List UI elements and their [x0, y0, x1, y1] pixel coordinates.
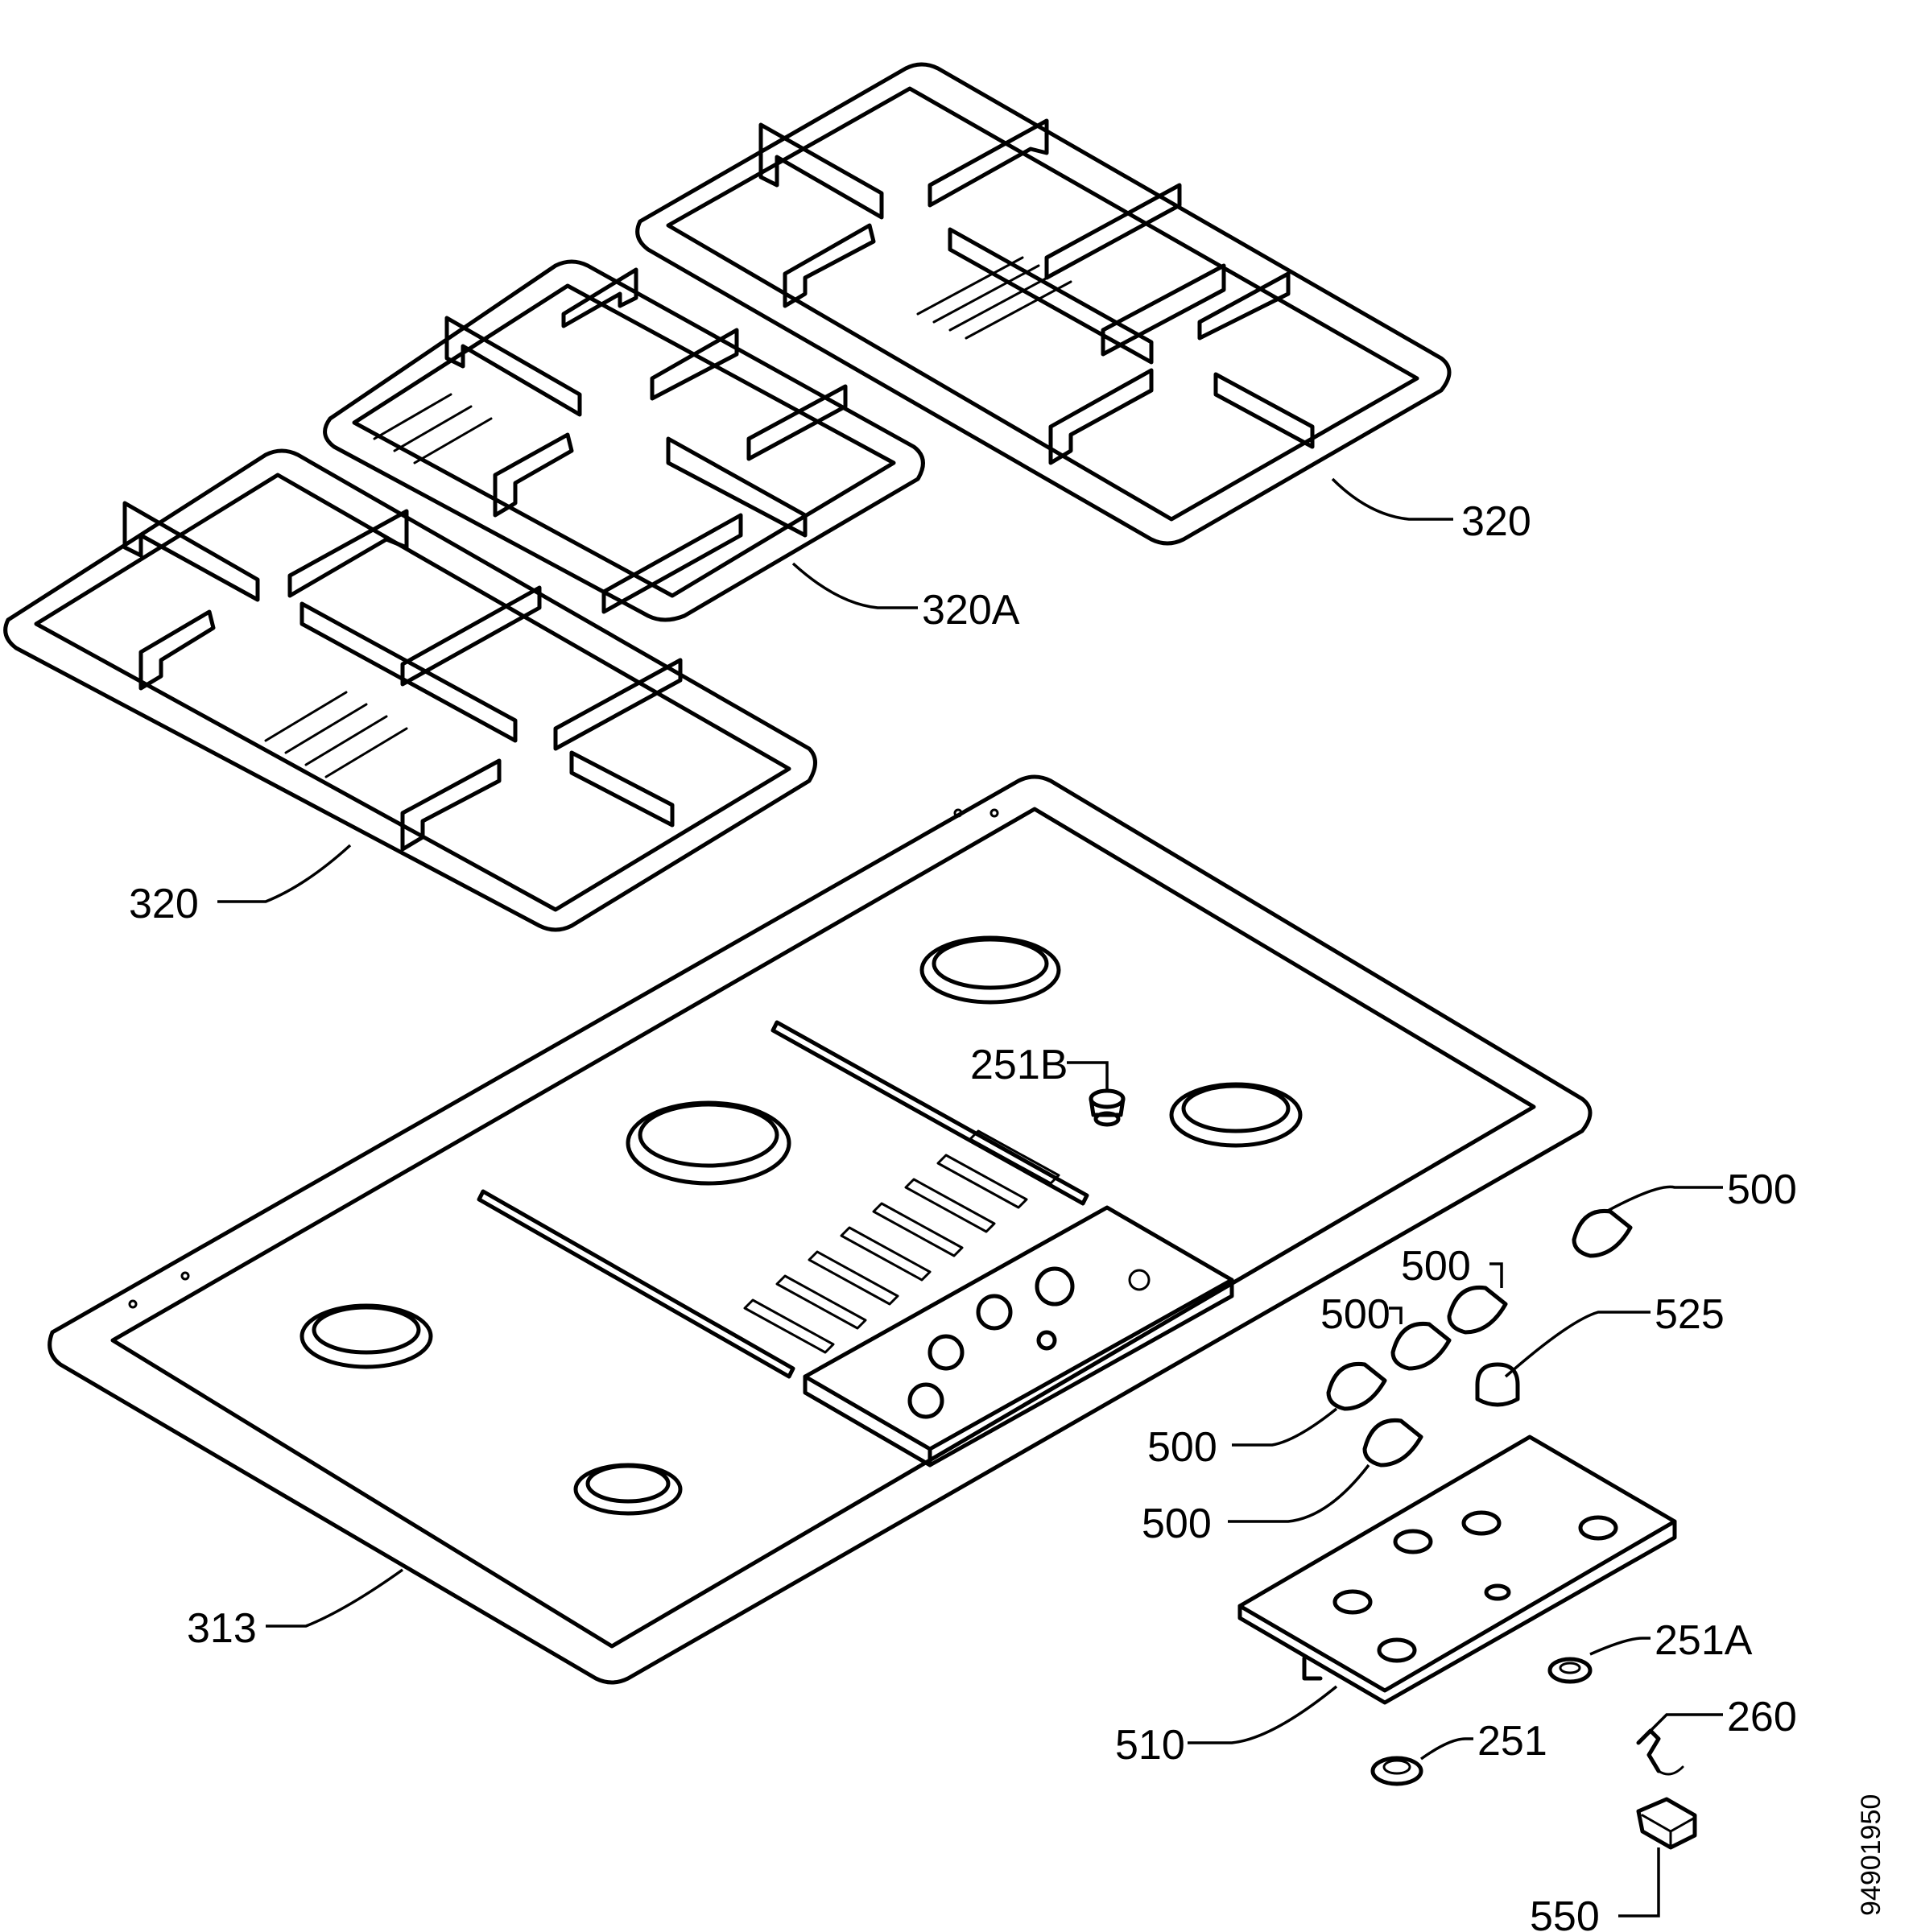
callout-251: 251	[1477, 1718, 1547, 1765]
control-knob	[1447, 1285, 1508, 1335]
control-knob	[1326, 1361, 1387, 1411]
pan-support-grid-right	[635, 62, 1452, 546]
callout-500: 500	[1320, 1291, 1390, 1338]
pan-support-grid-left	[3, 448, 817, 932]
callout-251a: 251A	[1655, 1617, 1753, 1664]
pan-support-grid-middle	[323, 259, 925, 622]
callout-525: 525	[1655, 1291, 1725, 1338]
callout-500: 500	[1401, 1243, 1471, 1290]
callout-313: 313	[187, 1605, 257, 1652]
spacer-251a	[1547, 1657, 1593, 1684]
callout-320-right: 320	[1461, 498, 1531, 545]
callout-500: 500	[1142, 1501, 1212, 1547]
push-button	[1475, 1362, 1520, 1407]
callout-260: 260	[1727, 1694, 1797, 1740]
control-knob	[1390, 1321, 1452, 1371]
leader-lines	[217, 477, 1723, 1918]
callout-320-left: 320	[129, 881, 199, 927]
callout-320a: 320A	[922, 587, 1020, 634]
callout-500: 500	[1147, 1424, 1217, 1471]
callout-550: 550	[1530, 1893, 1600, 1932]
control-panel	[1237, 1435, 1677, 1705]
document-number: 94901950	[1856, 1794, 1886, 1916]
spacer-251	[1370, 1756, 1423, 1786]
switch-550	[1636, 1797, 1697, 1850]
callout-500: 500	[1727, 1166, 1797, 1213]
control-knob	[1572, 1208, 1633, 1258]
callout-251b: 251B	[970, 1042, 1068, 1088]
screw-251b	[1089, 1088, 1126, 1127]
ignition-electrode	[1636, 1728, 1684, 1776]
hob-top-plate	[48, 774, 1593, 1685]
callout-510: 510	[1115, 1722, 1185, 1769]
control-knob	[1362, 1418, 1423, 1468]
